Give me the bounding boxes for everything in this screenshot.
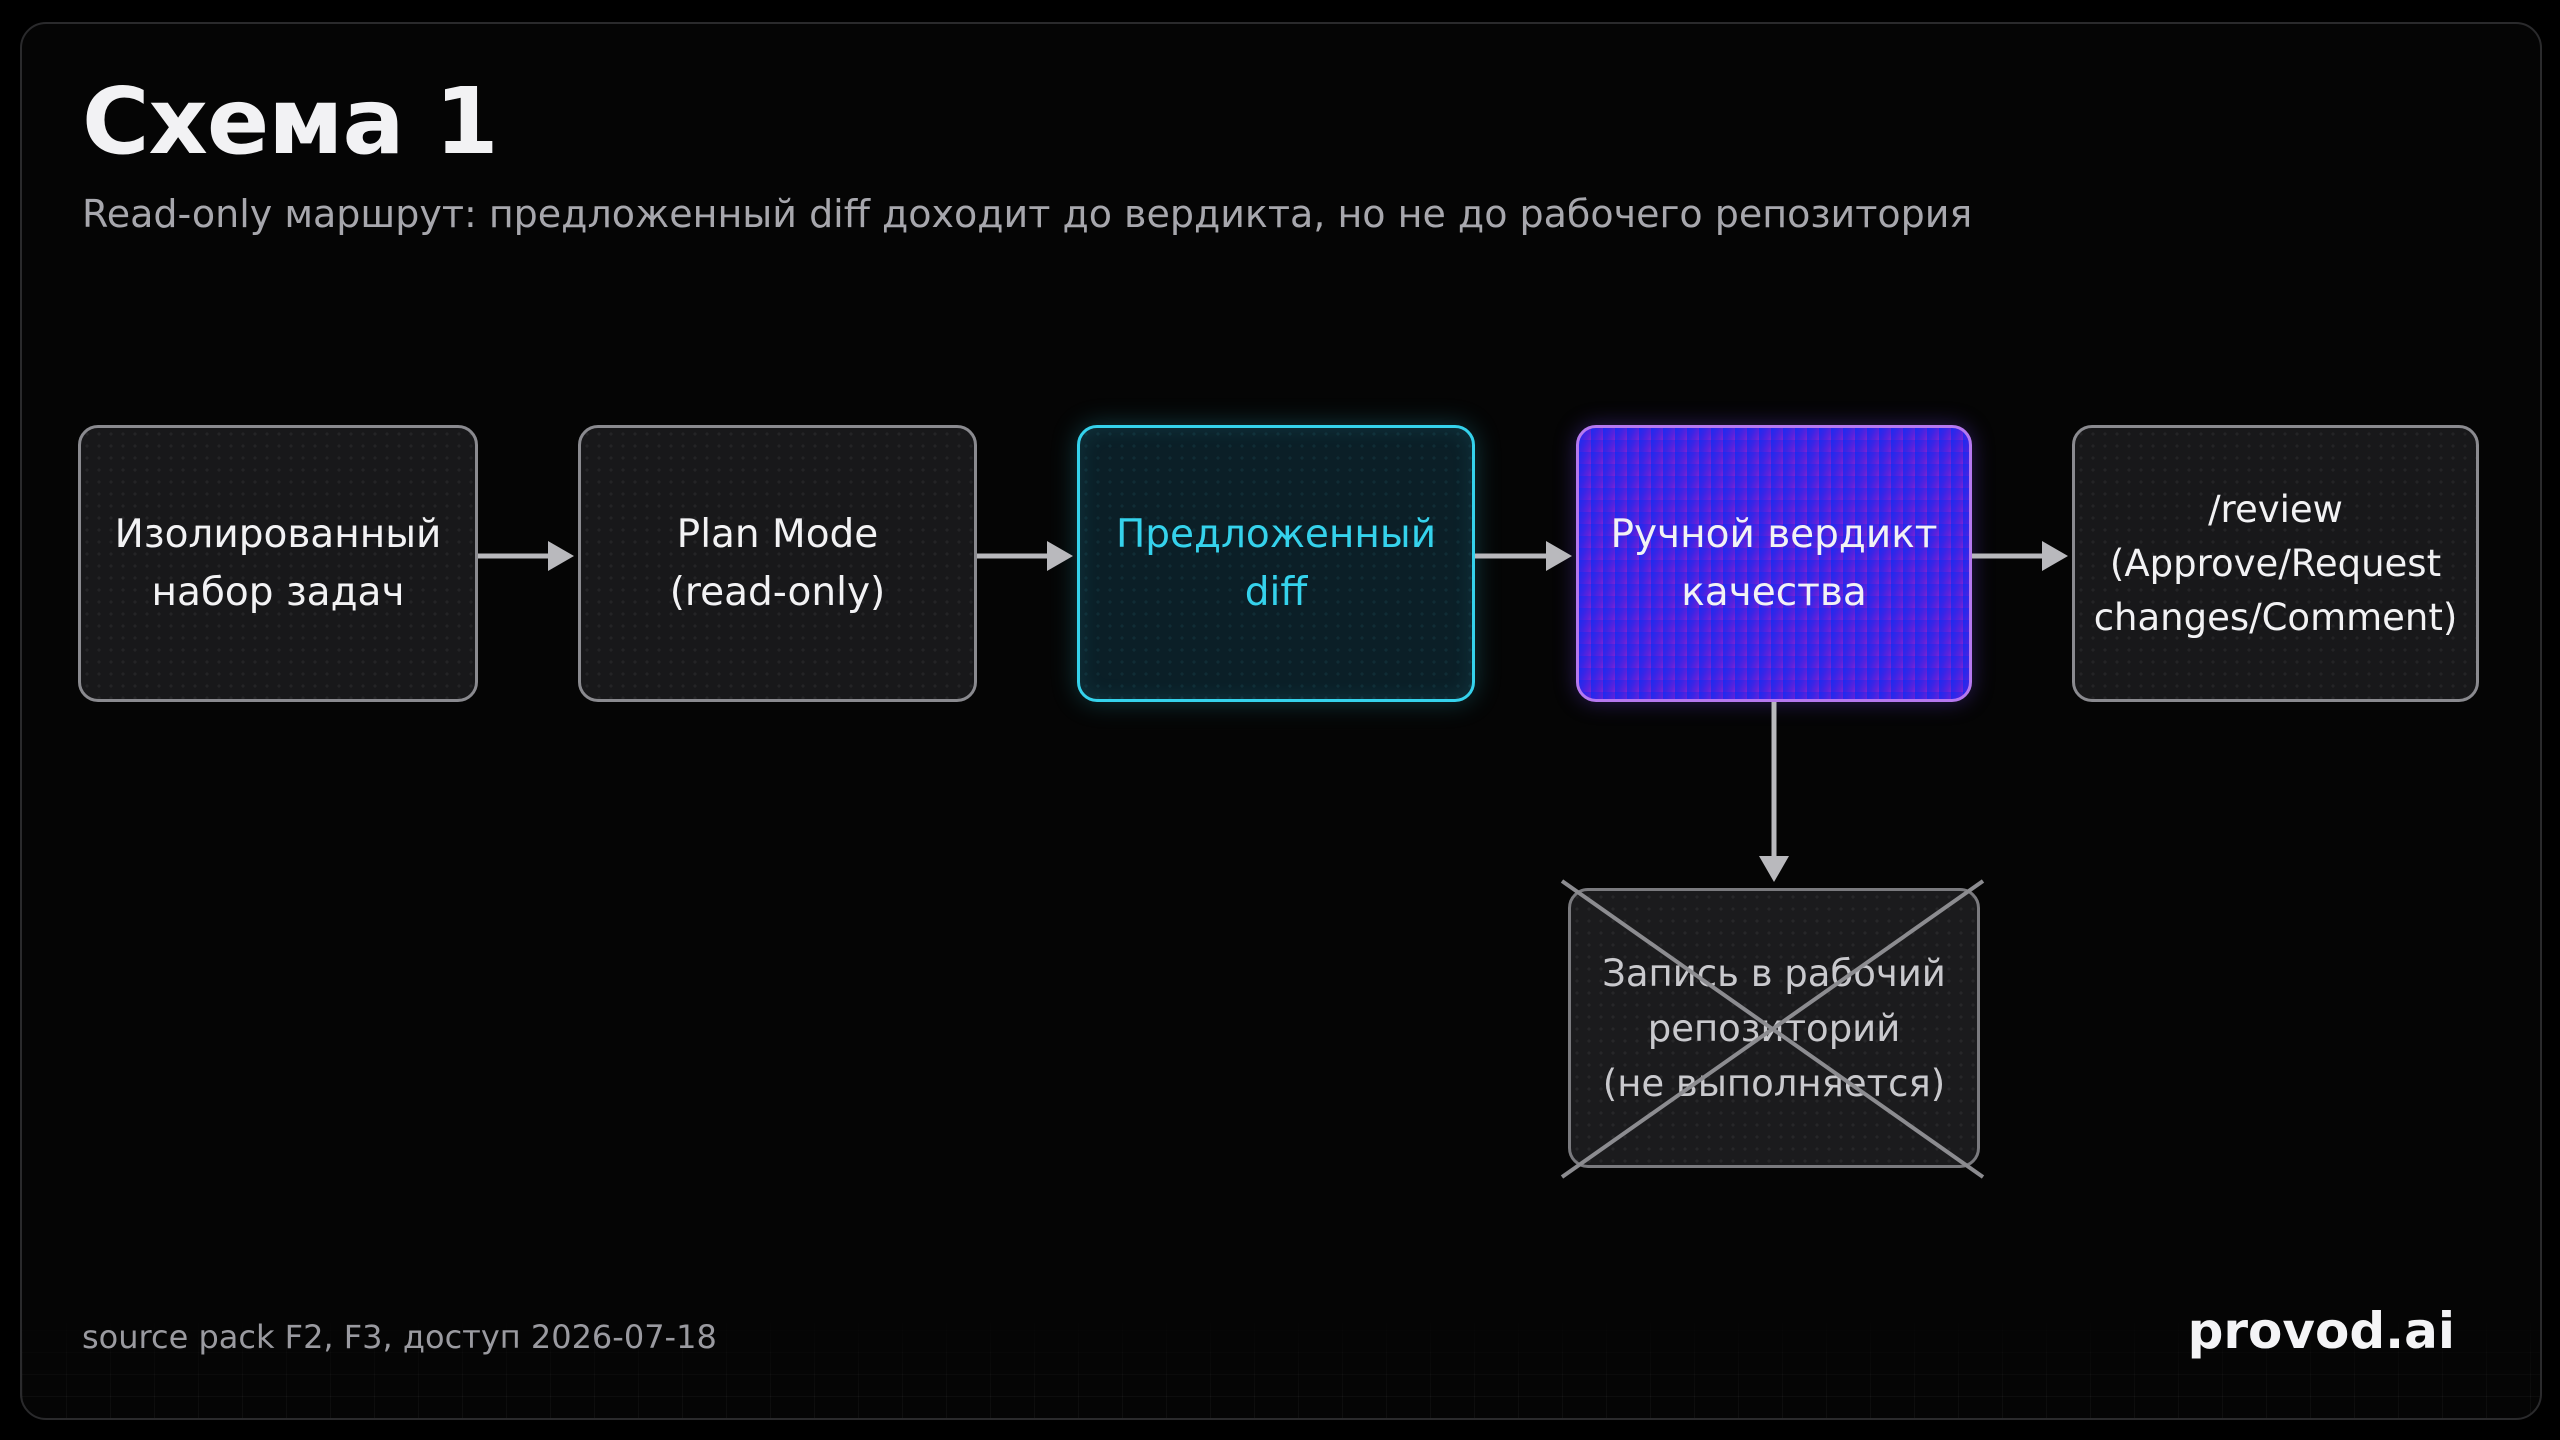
node-isolated-label: Изолированный набор задач (114, 511, 442, 615)
node-write-to-repo-disabled: Запись в рабочий репозиторий (не выполня… (1568, 888, 1980, 1168)
node-diff-label: Предложенный diff (1115, 511, 1437, 615)
grid-floor-decoration (22, 1308, 2540, 1418)
node-review-command: /review (Approve/Request changes/Comment… (2072, 425, 2479, 702)
node-manual-verdict: Ручной вердикт качества (1576, 425, 1972, 702)
node-write-label: Запись в рабочий репозиторий (не выполня… (1602, 951, 1946, 1105)
slide-frame (20, 22, 2542, 1420)
node-proposed-diff: Предложенный diff (1077, 425, 1475, 702)
brand-logo-text: provod.ai (2187, 1302, 2455, 1360)
node-plan-label: Plan Mode (read-only) (669, 511, 886, 615)
source-note: source pack F2, F3, доступ 2026-07-18 (82, 1318, 717, 1356)
page-subtitle: Read-only маршрут: предложенный diff дох… (82, 192, 1973, 236)
page-title: Схема 1 (82, 68, 499, 175)
node-review-label: /review (Approve/Request changes/Comment… (2093, 487, 2458, 639)
node-plan-mode: Plan Mode (read-only) (578, 425, 977, 702)
node-verdict-label: Ручной вердикт качества (1610, 511, 1938, 615)
node-isolated-task-set: Изолированный набор задач (78, 425, 478, 702)
